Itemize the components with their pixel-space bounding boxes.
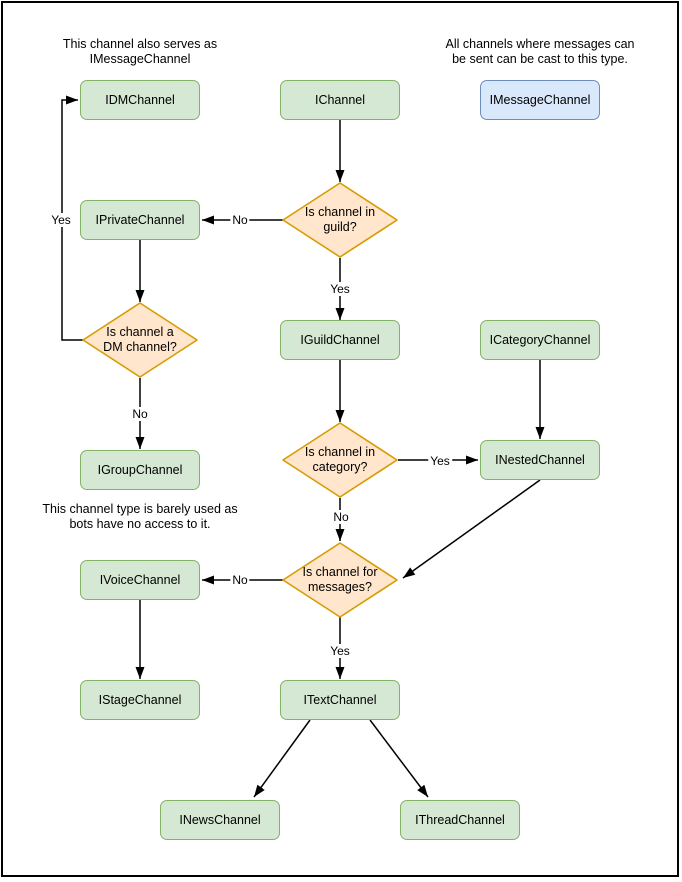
decision-is-channel-in-guild-label: Is channel in guild?: [304, 205, 376, 234]
edge-label-guild-no: No: [230, 213, 250, 227]
edge-label-messages-yes: Yes: [328, 644, 352, 658]
diamond-shape: [82, 302, 198, 378]
decision-is-channel-a-dm: Is channel a DM channel?: [81, 301, 199, 379]
edge-label-messages-no: No: [230, 573, 250, 587]
node-imessagechannel: IMessageChannel: [480, 80, 600, 120]
node-iguildchannel-label: IGuildChannel: [300, 333, 380, 347]
decision-is-channel-in-category: Is channel in category?: [281, 421, 399, 499]
node-iguildchannel: IGuildChannel: [280, 320, 400, 360]
node-igroupchannel-label: IGroupChannel: [97, 463, 183, 477]
node-idmchannel-label: IDMChannel: [105, 93, 175, 107]
node-istagechannel: IStageChannel: [80, 680, 200, 720]
node-igroupchannel: IGroupChannel: [80, 450, 200, 490]
node-istagechannel-label: IStageChannel: [98, 693, 182, 707]
node-itextchannel-label: ITextChannel: [303, 693, 377, 707]
node-inestedchannel-label: INestedChannel: [495, 453, 585, 467]
node-ivoicechannel-label: IVoiceChannel: [99, 573, 181, 587]
node-icategorychannel-label: ICategoryChannel: [489, 333, 591, 347]
edge-inestedchannel-to-messages-decision: [402, 479, 541, 579]
decision-is-channel-in-guild: Is channel in guild?: [281, 181, 399, 259]
edge-label-guild-yes: Yes: [328, 282, 352, 296]
edge-itextchannel-to-ithreadchannel: [369, 719, 429, 798]
node-ithreadchannel-label: IThreadChannel: [415, 813, 505, 827]
node-itextchannel: ITextChannel: [280, 680, 400, 720]
edge-itextchannel-to-inewschannel: [253, 719, 311, 798]
caption-idmchannel-note: This channel also serves as IMessageChan…: [62, 37, 218, 66]
node-ithreadchannel: IThreadChannel: [400, 800, 520, 840]
node-ichannel-label: IChannel: [314, 93, 366, 107]
caption-igroupchannel-note: This channel type is barely used as bots…: [42, 502, 238, 531]
diamond-shape: [282, 542, 398, 618]
node-imessagechannel-label: IMessageChannel: [489, 93, 591, 107]
decision-is-channel-a-dm-label: Is channel a DM channel?: [103, 325, 177, 354]
node-inewschannel: INewsChannel: [160, 800, 280, 840]
decision-is-channel-for-messages: Is channel for messages?: [281, 541, 399, 619]
node-ichannel: IChannel: [280, 80, 400, 120]
decision-is-channel-for-messages-label: Is channel for messages?: [302, 565, 378, 594]
node-inewschannel-label: INewsChannel: [179, 813, 261, 827]
node-idmchannel: IDMChannel: [80, 80, 200, 120]
edge-label-dm-no: No: [130, 407, 150, 421]
node-iprivatechannel: IPrivateChannel: [80, 200, 200, 240]
node-ivoicechannel: IVoiceChannel: [80, 560, 200, 600]
caption-imessagechannel-note: All channels where messages can be sent …: [445, 37, 635, 66]
edge-label-dm-yes: Yes: [49, 213, 73, 227]
diamond-shape: [282, 182, 398, 258]
node-iprivatechannel-label: IPrivateChannel: [95, 213, 185, 227]
node-inestedchannel: INestedChannel: [480, 440, 600, 480]
edge-label-category-yes: Yes: [428, 454, 452, 468]
edge-label-category-no: No: [331, 510, 351, 524]
node-icategorychannel: ICategoryChannel: [480, 320, 600, 360]
decision-is-channel-in-category-label: Is channel in category?: [304, 445, 376, 474]
diamond-shape: [282, 422, 398, 498]
